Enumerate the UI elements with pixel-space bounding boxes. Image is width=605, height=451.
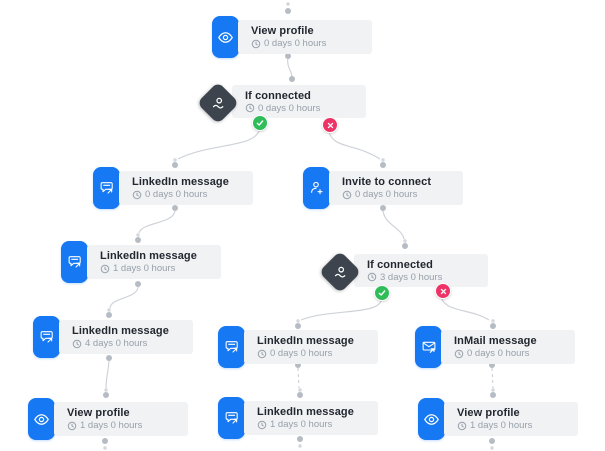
clock-icon [72,339,82,348]
clock-icon [100,264,110,273]
x-icon [327,122,333,128]
node-title: View profile [457,407,520,419]
clock-icon [342,190,352,199]
node-card: View profile 1 days 0 hours [54,402,188,436]
node-title: LinkedIn message [100,250,197,262]
clock-icon [251,39,261,48]
node-title: View profile [67,407,130,419]
node-card: Invite to connect 0 days 0 hours [329,171,463,205]
eye-icon [28,398,55,440]
person-add-icon [303,167,330,209]
chat-message-icon [218,397,245,439]
node-delay: 1 days 0 hours [257,419,378,430]
node-title: InMail message [454,335,537,347]
chat-message-icon [33,316,60,358]
success-branch-badge[interactable] [374,285,390,301]
clock-icon [132,190,142,199]
node-card: LinkedIn message 0 days 0 hours [119,171,253,205]
check-icon [256,120,264,126]
node-delay: 1 days 0 hours [457,420,578,431]
clock-icon [454,349,464,358]
connector-line [177,130,260,160]
node-delay: 0 days 0 hours [342,189,463,200]
node-title: View profile [251,25,314,37]
node-card: LinkedIn message 1 days 0 hours [87,245,221,279]
connection-person-icon [318,250,362,294]
node-delay: 0 days 0 hours [257,348,378,359]
node-card: If connected 3 days 0 hours [354,254,488,287]
clock-icon [367,272,377,282]
chat-message-icon [61,241,88,283]
connector-line [138,210,176,234]
node-title: Invite to connect [342,176,432,188]
clock-icon [245,103,255,113]
junction-dots-small [103,2,495,450]
connector-line [286,57,293,78]
eye-icon [212,16,239,58]
connector-line [297,367,300,389]
connector-line [328,131,381,160]
connector-line [300,300,382,321]
node-delay: 1 days 0 hours [100,263,221,274]
failure-branch-badge[interactable] [435,283,451,299]
node-card: LinkedIn message 1 days 0 hours [244,401,378,435]
node-title: LinkedIn message [132,176,229,188]
node-delay: 0 days 0 hours [245,103,366,114]
junction-dots [102,8,496,444]
x-icon [440,288,446,294]
node-card: View profile 0 days 0 hours [238,20,372,54]
check-icon [378,290,386,296]
chat-message-icon [218,326,245,368]
eye-icon [418,398,445,440]
node-card: If connected 0 days 0 hours [232,85,366,118]
node-delay: 0 days 0 hours [132,189,253,200]
node-card: InMail message 0 days 0 hours [441,330,575,364]
connection-person-icon [196,81,240,125]
node-delay: 3 days 0 hours [367,272,488,283]
node-delay: 4 days 0 hours [72,338,193,349]
failure-branch-badge[interactable] [322,117,338,133]
connector-line [441,298,490,321]
node-title: LinkedIn message [72,325,169,337]
clock-icon [67,421,77,430]
connector-line [382,210,405,240]
node-delay: 0 days 0 hours [251,38,372,49]
envelope-send-icon [415,326,442,368]
success-branch-badge[interactable] [252,115,268,131]
connector-line [491,367,494,389]
node-title: LinkedIn message [257,406,354,418]
node-delay: 1 days 0 hours [67,420,188,431]
clock-icon [257,420,267,429]
node-card: LinkedIn message 4 days 0 hours [59,320,193,354]
node-card: View profile 1 days 0 hours [444,402,578,436]
node-delay: 0 days 0 hours [454,348,575,359]
node-title: If connected [245,89,311,102]
chat-message-icon [93,167,120,209]
node-title: If connected [367,258,433,271]
node-card: LinkedIn message 0 days 0 hours [244,330,378,364]
clock-icon [457,421,467,430]
node-title: LinkedIn message [257,335,354,347]
clock-icon [257,349,267,358]
connector-line [105,360,110,389]
connector-line [109,286,139,309]
